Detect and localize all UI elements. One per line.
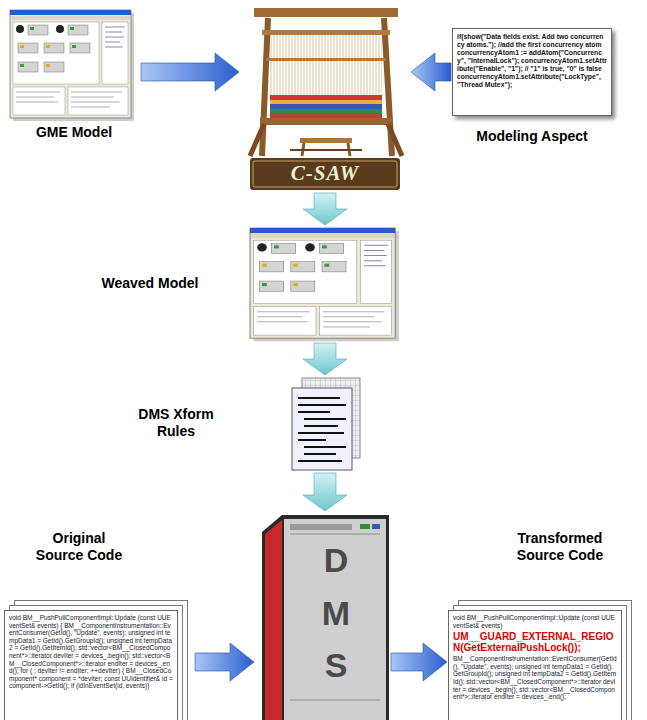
loom-illustration	[290, 149, 362, 151]
rules-document-icon	[292, 378, 360, 470]
loom-illustration	[300, 138, 352, 143]
node-label: Transformed Source Code	[505, 530, 615, 564]
loom-illustration	[254, 8, 398, 17]
rules-document-icon	[298, 398, 346, 461]
dms-server	[262, 515, 389, 720]
node-label: Weaved Model	[80, 275, 220, 292]
loom-illustration	[388, 124, 402, 156]
code-text: BM__ComponentInstrumentation::EventConsu…	[453, 655, 617, 701]
loom-illustration	[262, 30, 390, 35]
flow-arrow	[141, 53, 239, 91]
connectors	[141, 53, 451, 681]
source-files: Original Source Code void BM__PushPullCom…	[4, 530, 194, 720]
weaver-loom: C-SAW	[240, 0, 410, 192]
dms-server	[290, 524, 352, 530]
loom-illustration	[270, 113, 382, 118]
dms-server	[290, 700, 380, 701]
flow-arrow	[303, 193, 347, 225]
code-text: void BM__PushPullComponentImpl::Update (…	[453, 614, 617, 629]
aspect-script: if(show("Data fields exist. Add two conc…	[452, 28, 612, 145]
model-screenshot: GME Model	[8, 8, 140, 141]
node-label: GME Model	[8, 124, 140, 141]
loom-illustration	[270, 104, 382, 109]
rules-document-icon	[292, 388, 352, 470]
dms-server	[290, 534, 380, 535]
logo-text: C-SAW	[240, 161, 410, 185]
dms-server	[360, 524, 370, 529]
weaved-screenshot	[250, 228, 399, 341]
dms-server	[265, 520, 282, 720]
flow-arrow	[303, 473, 347, 511]
flow-arrow	[391, 643, 447, 681]
code-text: if(show("Data fields exist. Add two conc…	[457, 33, 607, 89]
loom-illustration	[270, 95, 382, 100]
flow-arrow	[411, 53, 451, 91]
loom-illustration	[260, 118, 392, 125]
script-sheet: if(show("Data fields exist. Add two conc…	[452, 28, 612, 116]
flow-arrow	[303, 343, 347, 375]
loom-illustration	[270, 100, 382, 104]
server-label: DMS	[319, 534, 353, 692]
dms-server	[284, 519, 386, 720]
node-label: Original Source Code	[31, 530, 127, 564]
inserted-code: UM__GUARD_EXTERNAL_REGION(GetExternalPus…	[453, 631, 617, 653]
loom-illustration	[270, 109, 382, 113]
loom-illustration	[250, 124, 264, 156]
gme-screenshot	[10, 10, 134, 121]
dms-engine: DMS	[255, 512, 390, 720]
transform-rules: DMS Xform Rules	[120, 376, 365, 472]
model-screenshot: Weaved Model	[80, 226, 402, 342]
dms-server	[262, 515, 389, 720]
source-files: Transformed Source Code void BM__PushPull…	[448, 530, 643, 720]
flow-arrow	[195, 643, 254, 681]
code-page-stack: void BM__PushPullComponentImpl::Update (…	[448, 610, 622, 720]
code-page-stack: void BM__PushPullComponentImpl::Update (…	[4, 610, 178, 720]
node-label: Modeling Aspect	[452, 128, 612, 145]
loom-illustration	[266, 58, 386, 61]
dms-server	[372, 524, 380, 529]
code-text: void BM__PushPullComponentImpl::Update (…	[9, 614, 173, 690]
node-label: DMS Xform Rules	[126, 406, 226, 440]
loom-illustration	[270, 35, 382, 95]
loom-illustration	[262, 18, 268, 156]
